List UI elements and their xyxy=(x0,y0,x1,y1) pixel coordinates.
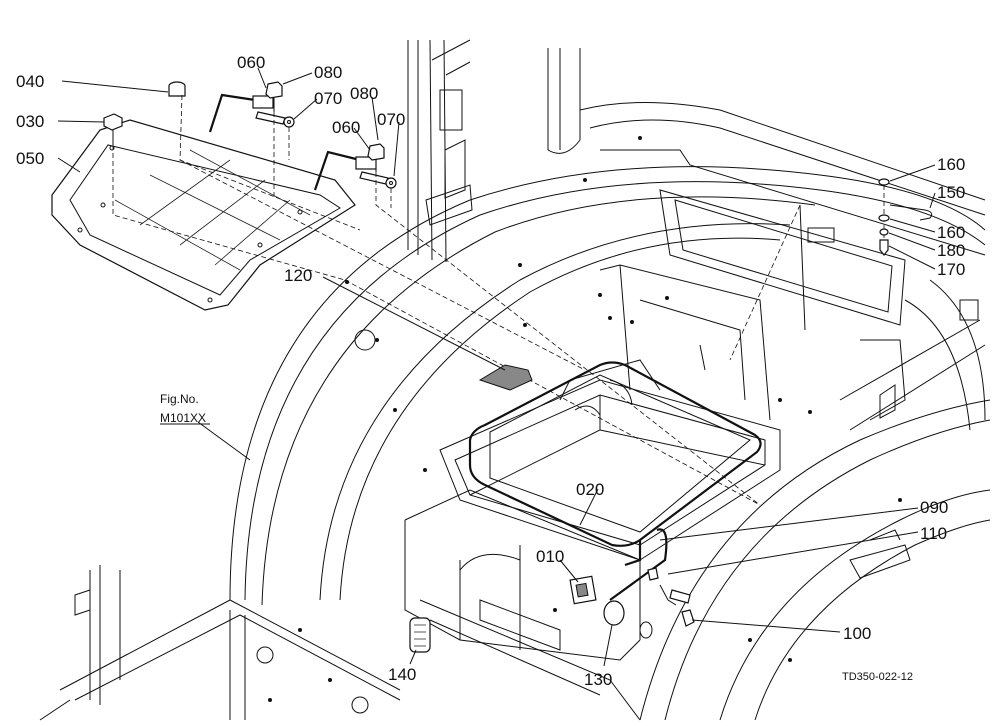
leader-lines xyxy=(57,67,936,667)
callout-060-a: 060 xyxy=(237,53,265,72)
mat-frame-020 xyxy=(468,361,762,601)
callout-160-a: 160 xyxy=(937,155,965,174)
pad-140 xyxy=(409,617,431,653)
figure-ref-number: M101XX xyxy=(160,411,206,425)
callout-080-a: 080 xyxy=(314,63,342,82)
guide-lines xyxy=(112,94,885,506)
callout-160-b: 160 xyxy=(937,223,965,242)
callout-120: 120 xyxy=(284,266,312,285)
pin-stack xyxy=(878,178,933,256)
callout-labels: 040 030 050 060 080 070 080 060 070 120 … xyxy=(16,53,965,689)
bolts xyxy=(103,81,397,189)
callout-030: 030 xyxy=(16,112,44,131)
callout-150: 150 xyxy=(937,183,965,202)
callout-070-a: 070 xyxy=(314,89,342,108)
callout-100: 100 xyxy=(843,624,871,643)
callout-090: 090 xyxy=(920,498,948,517)
callout-070-b: 070 xyxy=(377,110,405,129)
callout-010: 010 xyxy=(536,547,564,566)
callout-020: 020 xyxy=(576,480,604,499)
callout-110: 110 xyxy=(920,524,947,543)
figure-ref-label: Fig.No. xyxy=(160,392,199,406)
part-010 xyxy=(569,575,597,605)
seat-tray-050 xyxy=(51,119,356,311)
callout-040: 040 xyxy=(16,72,44,91)
wire-rod-060 xyxy=(208,93,389,191)
cab-frame xyxy=(39,39,991,721)
drawing-code: TD350-022-12 xyxy=(842,671,913,683)
callout-080-b: 080 xyxy=(350,84,378,103)
cap-130 xyxy=(603,600,625,626)
small-hardware xyxy=(647,567,695,627)
figure-reference: Fig.No. M101XX xyxy=(160,392,210,425)
callout-050: 050 xyxy=(16,149,44,168)
callout-180: 180 xyxy=(937,241,965,260)
callout-130: 130 xyxy=(584,670,612,689)
callout-060-b: 060 xyxy=(332,118,360,137)
callout-140: 140 xyxy=(388,665,416,684)
rubber-pad-120 xyxy=(478,364,533,391)
callout-170: 170 xyxy=(937,260,965,279)
